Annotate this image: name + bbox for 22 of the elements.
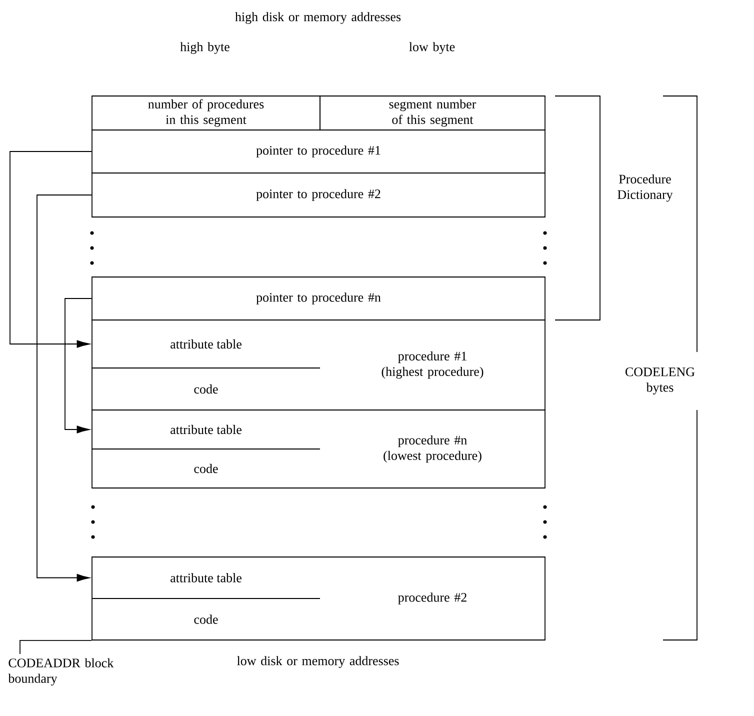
arrow [64,298,92,434]
leader-line [20,640,92,654]
arrow [36,194,92,582]
code-area: code [194,614,218,624]
table-cell: number of procedures in this segment [92,96,320,130]
attribute-table-area: attribute table [92,424,320,450]
text-label: low disk or memory addresses [237,656,399,668]
text-label: high disk or memory addresses [235,12,401,24]
table-cell: pointer to procedure #2 [92,172,546,218]
attribute-table-area: attribute table [92,573,320,599]
code-area: code [194,464,218,474]
code-area: code [194,384,218,394]
table-cell: pointer to procedure #n [92,276,546,320]
boundary-label: CODEADDR block boundary [8,658,114,686]
text-label: Procedure Dictionary [618,174,673,202]
text-label: high byte [180,42,230,54]
arrow [10,151,92,348]
text-label: low byte [409,42,455,54]
attribute-table-area: attribute table [92,339,320,368]
table-cell: segment number of this segment [320,96,546,130]
table-cell: pointer to procedure #1 [92,130,546,174]
text-label: CODELENG bytes [626,368,695,394]
